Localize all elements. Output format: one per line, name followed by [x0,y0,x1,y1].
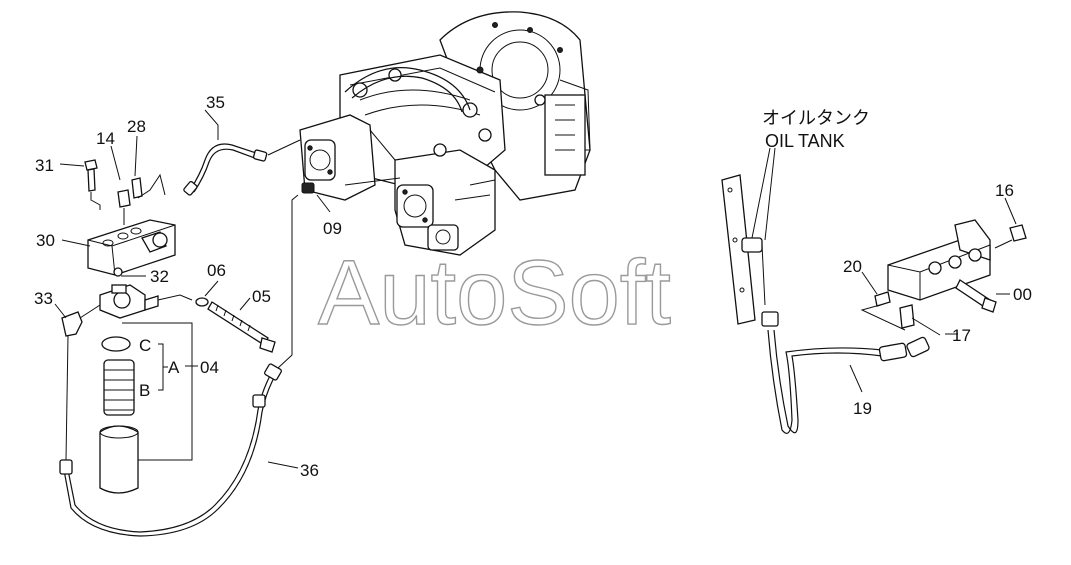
callout-04: 04 [200,358,219,377]
oil-tank-assembly [721,174,930,434]
filter-block [61,159,276,494]
pipe-36 [59,182,315,537]
oil-tank-label-en: OIL TANK [765,131,845,151]
callout-09: 09 [323,219,342,238]
callout-19: 19 [853,399,872,418]
oil-tank-label-jp: オイルタンク [762,108,870,128]
pump-assembly [299,11,591,256]
leader-lines [54,109,1017,469]
callout-36: 36 [300,461,319,480]
pipe-35 [183,139,301,196]
watermark-text: AutoSoft [318,242,671,344]
callout-16: 16 [995,181,1014,200]
manifold-block [860,219,1027,336]
callout-31: 31 [35,156,54,175]
callout-30: 30 [36,231,55,250]
callout-14: 14 [96,129,115,148]
callout-05: 05 [252,287,271,306]
callout-06: 06 [207,261,226,280]
callout-00: 00 [1013,285,1032,304]
callout-17: 17 [952,326,971,345]
callout-C: C [139,336,151,355]
callout-28: 28 [127,117,146,136]
callout-32: 32 [150,267,169,286]
callout-A: A [168,358,180,377]
callout-33: 33 [34,289,53,308]
callout-35: 35 [206,93,225,112]
callout-20: 20 [843,257,862,276]
callout-B: B [139,381,150,400]
